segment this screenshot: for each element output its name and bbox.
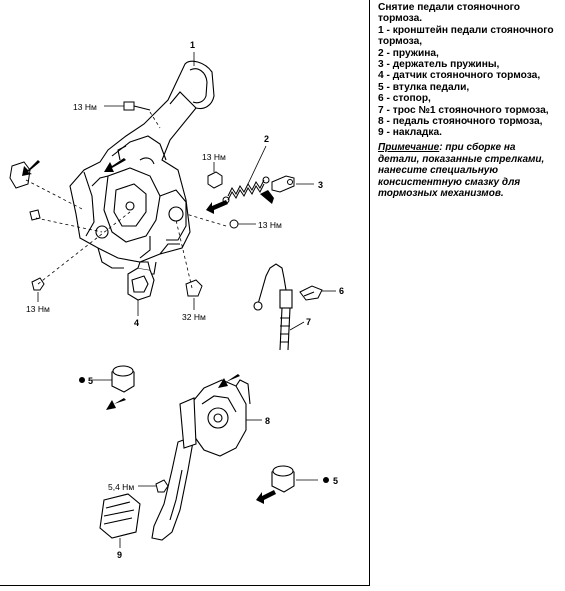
legend-title: Снятие педали стояночного тормоза. [378, 2, 521, 25]
callout-8: 8 [265, 416, 270, 426]
callout-4: 4 [134, 318, 139, 328]
callout-1: 1 [190, 40, 195, 50]
bullet-marker [323, 477, 329, 483]
callout-5-lower: 5 [333, 476, 338, 486]
spring-part [222, 176, 270, 204]
legend-item: 4 - датчик стояночного тормоза, [378, 70, 541, 82]
legend-item: 3 - держатель пружины, [378, 59, 500, 71]
torque-label: 32 Нм [182, 312, 206, 322]
callout-7: 7 [306, 317, 311, 327]
spring-holder-part [271, 175, 295, 193]
callout-3: 3 [318, 180, 323, 190]
legend-item: 9 - накладка. [378, 127, 442, 139]
brake-pedal-part [151, 379, 251, 541]
exploded-diagram: 1 2 3 4 5 6 7 8 5 9 13 Нм 13 Нм 13 Нм 13… [9, 40, 344, 560]
legend-item: 7 - трос №1 стояночного тормоза, [378, 104, 549, 116]
pedal-bushing-part [111, 365, 295, 493]
bullet-marker [79, 377, 85, 383]
note-label: Примечание [378, 142, 440, 153]
callout-2: 2 [264, 134, 269, 144]
assembly-lines [25, 111, 227, 289]
cable-part [253, 263, 293, 351]
callout-6: 6 [339, 286, 344, 296]
callout-9: 9 [117, 550, 122, 560]
parts-legend: Снятие педали стояночного тормоза. 1 - к… [378, 2, 560, 139]
legend-item: 1 - кронштейн педали стояночного тормоза… [378, 24, 554, 48]
fasteners [9, 101, 239, 493]
torque-label: 5,4 Нм [108, 482, 134, 492]
lubrication-arrows [22, 158, 276, 504]
assembly-note: Примечание: при сборке на детали, показа… [378, 142, 558, 200]
stopper-part [299, 285, 323, 301]
legend-item: 5 - втулка педали, [378, 81, 470, 93]
torque-label: 13 Нм [202, 152, 226, 162]
leader-lines [37, 52, 336, 548]
legend-item: 2 - пружина, [378, 47, 439, 59]
brake-sensor-part [127, 261, 155, 301]
pedal-pad-part [99, 493, 141, 539]
note-text: : при сборке на детали, показанные стрел… [378, 142, 545, 200]
figure-panel: 1 2 3 4 5 6 7 8 5 9 13 Нм 13 Нм 13 Нм 13… [0, 0, 370, 586]
legend-item: 6 - стопор, [378, 93, 431, 105]
legend-item: 8 - педаль стояночного тормоза, [378, 116, 543, 128]
callout-5: 5 [88, 376, 93, 386]
torque-label: 13 Нм [26, 304, 50, 314]
pedal-bracket-part [69, 60, 215, 275]
torque-label: 13 Нм [73, 102, 97, 112]
torque-label: 13 Нм [258, 220, 282, 230]
